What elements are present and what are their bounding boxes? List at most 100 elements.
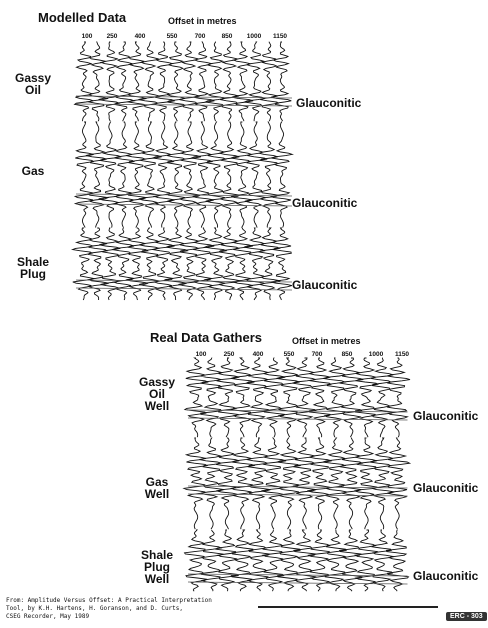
real-trace (338, 437, 364, 530)
real-tick: 400 (252, 351, 264, 358)
real-seismic-traces (182, 357, 412, 592)
modelled-trace (231, 227, 253, 301)
real-trace (322, 437, 347, 530)
modelled-trace (151, 227, 175, 301)
real-trace (338, 357, 364, 438)
real-glauconitic-label: Glauconitic (413, 409, 479, 423)
real-trace (369, 437, 395, 530)
modelled-panel-label-shale-plug: Shale Plug (16, 255, 49, 281)
modelled-trace (193, 41, 215, 122)
modelled-trace (179, 41, 200, 122)
footer-rule (258, 606, 438, 608)
real-trace (308, 357, 332, 438)
real-trace (230, 529, 254, 592)
modelled-trace (179, 121, 202, 228)
modelled-trace (98, 41, 121, 122)
real-trace (354, 529, 379, 592)
modelled-trace (203, 227, 228, 301)
real-tick: 700 (311, 351, 323, 358)
modelled-trace (163, 227, 189, 301)
citation: From: Amplitude Versus Offset: A Practic… (6, 597, 212, 620)
real-panel-label-gassy-oil-well: Gassy Oil Well (138, 375, 176, 413)
modelled-trace (112, 121, 135, 228)
modelled-trace (217, 121, 242, 228)
real-trace (386, 357, 411, 438)
modelled-title: Modelled Data (38, 10, 127, 25)
modelled-trace (270, 41, 292, 122)
modelled-trace (99, 227, 121, 301)
modelled-tick: 100 (81, 33, 93, 40)
real-tick: 1000 (368, 351, 384, 358)
modelled-tick: 700 (194, 33, 206, 40)
modelled-seismic-traces (70, 41, 294, 301)
modelled-tick: 550 (166, 33, 178, 40)
modelled-glauconitic-label: Glauconitic (292, 196, 358, 210)
modelled-trace (257, 121, 280, 228)
modelled-horizon-line (75, 279, 293, 283)
modelled-trace (243, 227, 266, 301)
real-trace (244, 357, 270, 438)
modelled-trace (242, 41, 266, 122)
real-trace (385, 529, 410, 592)
modelled-tick: 1000 (246, 33, 262, 40)
modelled-trace (110, 227, 135, 301)
modelled-tick: 1150 (272, 33, 288, 40)
modelled-trace (87, 227, 109, 300)
modelled-panel-label-gas: Gas (21, 164, 45, 178)
real-panel-label-gas-well: Gas Well (144, 475, 170, 501)
modelled-trace (126, 121, 149, 228)
real-horizon-line (187, 573, 408, 577)
modelled-trace (113, 41, 136, 122)
modelled-trace (219, 41, 240, 122)
real-offset-label: Offset in metres (292, 336, 361, 346)
modelled-trace (87, 41, 109, 122)
real-trace (261, 529, 285, 592)
real-trace (246, 437, 271, 530)
real-trace (371, 529, 395, 592)
modelled-trace (231, 41, 254, 122)
modelled-offset-label: Offset in metres (168, 16, 237, 26)
modelled-panel-label-gassy-oil: Gassy Oil (14, 71, 52, 97)
modelled-trace (244, 121, 268, 228)
real-horizon-line (187, 485, 408, 489)
modelled-trace (189, 121, 215, 228)
real-trace (199, 437, 225, 530)
modelled-trace (138, 41, 161, 122)
real-trace (292, 437, 317, 530)
modelled-trace (138, 227, 161, 301)
modelled-trace (166, 121, 187, 228)
real-trace (199, 357, 223, 438)
figure-code: ERC - 303 (446, 612, 487, 621)
real-horizon-line (187, 409, 408, 413)
real-tick: 850 (341, 351, 353, 358)
modelled-trace (257, 227, 281, 301)
modelled-tick: 850 (221, 33, 233, 40)
modelled-trace (125, 227, 149, 301)
real-trace (370, 357, 394, 438)
real-horizon-line (187, 581, 408, 585)
real-trace (277, 529, 301, 592)
modelled-trace (205, 121, 227, 228)
modelled-trace (203, 41, 225, 122)
real-trace (275, 437, 302, 530)
real-horizon-line (187, 493, 408, 497)
modelled-horizon-line (75, 95, 293, 99)
real-trace (324, 529, 347, 592)
real-trace (214, 529, 239, 592)
real-trace (261, 437, 287, 530)
real-glauconitic-label: Glauconitic (413, 481, 479, 495)
real-trace (354, 437, 378, 530)
real-trace (246, 529, 271, 592)
real-trace (230, 437, 256, 530)
modelled-tick: 400 (134, 33, 146, 40)
modelled-trace (153, 41, 175, 122)
modelled-trace (73, 41, 94, 122)
modelled-tick: 250 (106, 33, 118, 40)
modelled-glauconitic-label: Glauconitic (296, 96, 362, 110)
real-trace (307, 437, 332, 530)
real-tick: 1150 (394, 351, 410, 358)
modelled-trace (260, 41, 280, 122)
real-trace (293, 529, 317, 592)
